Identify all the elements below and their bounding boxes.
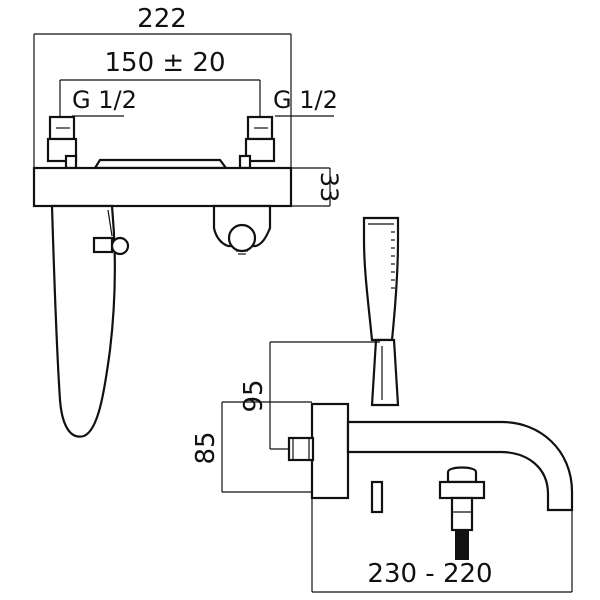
- thread-left-callout: G 1/2: [72, 86, 137, 117]
- dim-body-height: 33: [291, 167, 343, 207]
- thread-left-label: G 1/2: [72, 86, 137, 114]
- side-view: 95 85 230 - 220: [191, 216, 574, 593]
- hand-shower: [362, 216, 400, 407]
- mixer-body: [32, 166, 293, 208]
- inlet-connector-left: [46, 115, 78, 170]
- wall-plate: [310, 402, 350, 500]
- hose-connector: [438, 466, 486, 560]
- body-height-label: 33: [315, 172, 343, 203]
- dim-inlet-spacing: 150 ± 20: [59, 48, 261, 118]
- dim-spout-height: 95: [239, 341, 380, 450]
- inlet-spacing-label: 150 ± 20: [104, 48, 225, 78]
- shower-nozzles: [391, 231, 395, 289]
- spout-height-label: 95: [239, 379, 269, 412]
- bath-spout: [346, 420, 574, 512]
- inlet-connector-right: [238, 115, 276, 170]
- diverter-knob-side: [287, 436, 315, 462]
- lever-handle: [50, 204, 130, 438]
- thread-right-callout: G 1/2: [273, 86, 338, 117]
- dim-spout-reach: 230 - 220: [311, 498, 573, 593]
- dim-diverter-height: 85: [191, 401, 312, 493]
- overall-width-label: 222: [137, 4, 187, 34]
- front-view: 222 150 ± 20 G 1/2 G 1/2: [32, 4, 343, 438]
- dim-overall-width: 222: [33, 4, 292, 168]
- diverter-knob-front: [212, 204, 272, 255]
- diverter-height-label: 85: [191, 431, 221, 464]
- thread-right-label: G 1/2: [273, 86, 338, 114]
- spout-reach-label: 230 - 220: [367, 559, 492, 589]
